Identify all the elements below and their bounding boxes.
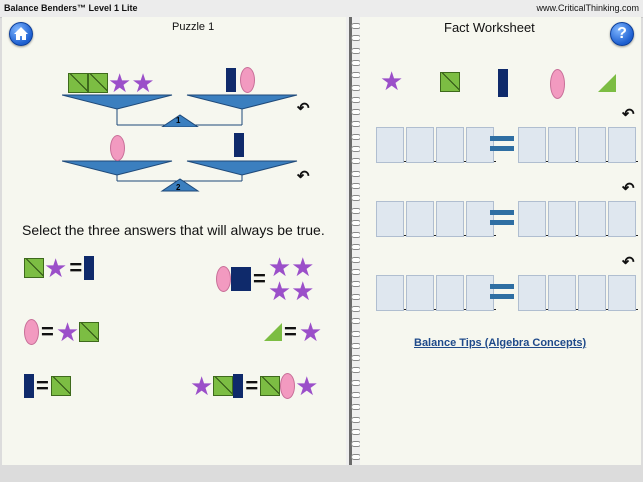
equals-sign: = xyxy=(284,319,297,344)
undo-button-scale-2[interactable]: ↶ xyxy=(297,168,310,185)
right-box-group[interactable] xyxy=(518,275,638,311)
purple-star-shape: ★ xyxy=(267,276,292,306)
scale-2-label: 2 xyxy=(176,183,181,192)
equals-sign: = xyxy=(69,255,83,280)
undo-button-row-1[interactable]: ↶ xyxy=(622,106,635,123)
pink-oval-shape xyxy=(216,266,231,292)
equals-sign-1 xyxy=(490,136,514,152)
navy-rectangle-shape xyxy=(84,256,95,280)
palette-star[interactable]: ★ xyxy=(380,66,404,96)
instruction-prompt: Select the three answers that will alway… xyxy=(22,222,325,238)
right-box-group[interactable] xyxy=(518,127,638,163)
answer-option-1[interactable]: ★= xyxy=(24,253,95,283)
answer-option-4[interactable]: =★ xyxy=(264,319,322,345)
left-box-group[interactable] xyxy=(376,275,496,311)
palette-rectangle[interactable] xyxy=(498,69,508,97)
palette-triangle[interactable] xyxy=(598,74,616,92)
undo-button-row-3[interactable]: ↶ xyxy=(622,254,635,271)
navy-rectangle-shape xyxy=(226,68,236,92)
equals-sign-3 xyxy=(490,284,514,300)
fact-row-1[interactable] xyxy=(376,127,638,165)
purple-star-shape: ★ xyxy=(108,68,132,98)
answer-option-5[interactable]: = xyxy=(24,373,71,399)
navy-rectangle-shape xyxy=(231,267,241,291)
undo-button-row-2[interactable]: ↶ xyxy=(622,180,635,197)
purple-star-shape: ★ xyxy=(298,317,323,347)
pink-oval-shape xyxy=(240,67,256,93)
green-square-shape xyxy=(68,73,88,93)
purple-star-shape: ★ xyxy=(131,68,155,98)
pink-oval-shape xyxy=(110,135,125,161)
green-square-shape xyxy=(50,376,71,396)
purple-star-shape: ★ xyxy=(267,252,292,282)
green-square-shape xyxy=(213,376,234,396)
green-square-shape xyxy=(88,73,108,93)
scale-1-right-pan xyxy=(226,67,256,93)
navy-rectangle-shape xyxy=(241,267,251,291)
purple-star-shape: ★ xyxy=(291,252,315,282)
app-title: Balance Benders™ Level 1 Lite xyxy=(4,3,138,13)
equals-sign: = xyxy=(41,319,54,344)
scale-1-label: 1 xyxy=(176,116,181,125)
purple-star-shape: ★ xyxy=(55,317,80,347)
green-square-shape xyxy=(24,258,44,278)
purple-star-shape: ★ xyxy=(295,371,319,401)
puzzle-title: Puzzle 1 xyxy=(172,21,215,33)
green-triangle-shape xyxy=(264,323,282,341)
purple-star-shape: ★ xyxy=(190,371,214,401)
navy-rectangle-shape xyxy=(24,374,34,398)
left-box-group[interactable] xyxy=(376,127,496,163)
right-box-group[interactable] xyxy=(518,201,638,237)
equals-sign-2 xyxy=(490,210,514,226)
answer-option-3[interactable]: =★ xyxy=(24,317,100,347)
navy-rectangle-shape xyxy=(234,133,244,157)
palette-oval[interactable] xyxy=(550,69,565,99)
fact-row-3[interactable] xyxy=(376,275,638,313)
palette-square[interactable] xyxy=(440,72,460,92)
answer-option-6[interactable]: ★ = ★ xyxy=(190,373,318,399)
fact-row-2[interactable] xyxy=(376,201,638,239)
home-button[interactable] xyxy=(9,22,33,46)
equals-sign: = xyxy=(36,373,49,398)
scale-1-left-pan: ★★ xyxy=(68,68,155,98)
equals-sign: = xyxy=(253,266,266,291)
scale-2-right-pan xyxy=(234,133,244,157)
navy-rectangle-shape xyxy=(233,374,244,398)
left-box-group[interactable] xyxy=(376,201,496,237)
balance-tips-link[interactable]: Balance Tips (Algebra Concepts) xyxy=(414,337,587,349)
worksheet-page: Fact Worksheet ? ★ ↶ ↶ ↶ Balance Tips (A… xyxy=(360,17,641,465)
answer-option-2[interactable]: =★★★★ xyxy=(216,252,328,306)
home-icon xyxy=(14,27,28,40)
undo-button-scale-1[interactable]: ↶ xyxy=(297,100,310,117)
puzzle-page: Puzzle 1 1 ★★ ↶ 2 ↶ Select the three ans… xyxy=(2,17,346,465)
help-button[interactable]: ? xyxy=(610,22,634,46)
green-square-shape xyxy=(79,322,100,342)
pink-oval-shape xyxy=(280,373,296,399)
scale-2-left-pan xyxy=(110,135,125,161)
balance-scale-2 xyxy=(62,160,298,192)
top-bar: Balance Benders™ Level 1 Lite www.Critic… xyxy=(0,0,643,18)
notebook-spine xyxy=(346,17,361,465)
equals-sign: = xyxy=(245,373,259,398)
green-square-shape xyxy=(260,376,281,396)
purple-star-shape: ★ xyxy=(291,276,315,306)
site-url: www.CriticalThinking.com xyxy=(536,3,639,13)
purple-star-shape: ★ xyxy=(44,253,68,283)
pink-oval-shape xyxy=(24,319,39,345)
balance-scale-1 xyxy=(62,94,298,127)
worksheet-title: Fact Worksheet xyxy=(444,20,535,35)
